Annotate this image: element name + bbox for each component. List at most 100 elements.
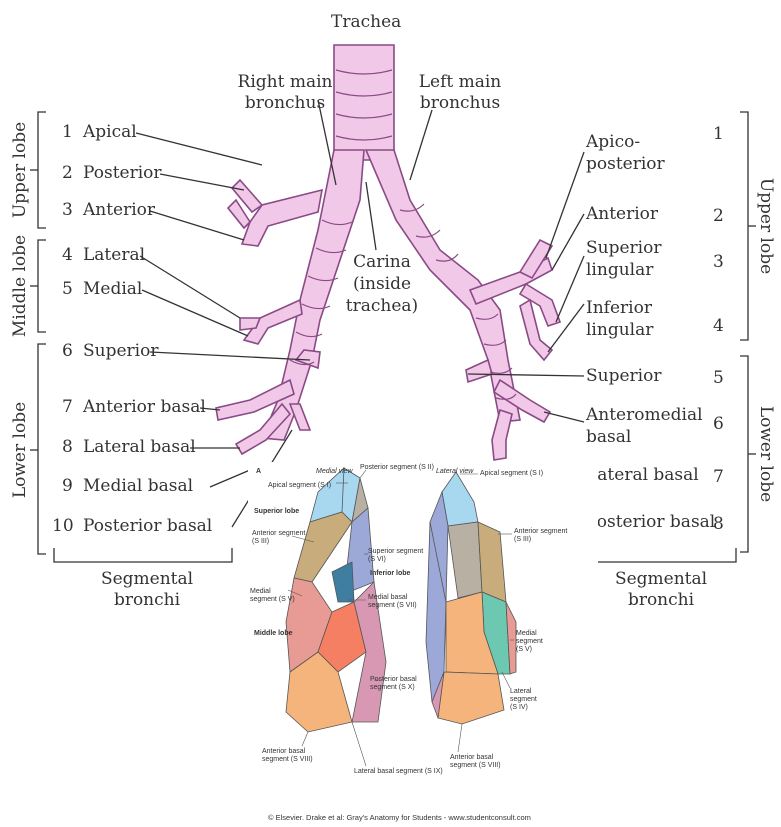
right-segment-name: Superior	[83, 343, 158, 360]
left-segment-name: Superior	[586, 368, 661, 385]
image-credit: © Elsevier. Drake et al: Gray's Anatomy …	[268, 814, 531, 823]
left-segment-name-line: lingular	[586, 262, 661, 279]
trachea-shape	[334, 45, 394, 160]
right-segment-name: Medial	[83, 281, 142, 298]
medial-l-l1: Medial	[516, 630, 543, 638]
anterior-basal-m-l2: segment (S VIII)	[262, 756, 313, 764]
anterior-segment-medial: Anterior segment (S III)	[252, 530, 305, 546]
right-segment-number: 7	[62, 399, 73, 416]
anterior-basal-l-l2: segment (S VIII)	[450, 762, 501, 770]
left-segment-name-line: Anterior	[586, 206, 658, 223]
medial-l-l2: segment	[516, 638, 543, 646]
right-segment-number: 1	[62, 124, 73, 141]
right-lower-lobe-label: Lower lobe	[10, 400, 30, 500]
left-segment-name-line: Superior	[586, 240, 661, 257]
lung-segments-figure: A Medial view Lateral view Apical segmen…	[248, 462, 598, 827]
left-segment-name-line: posterior	[586, 156, 665, 173]
left-segment-number: 3	[713, 252, 724, 272]
medial-basal-segment-medial: Medial basal segment (S VII)	[368, 594, 417, 610]
posterior-basal-m-l2: segment (S X)	[370, 684, 417, 692]
left-segment-name-line: Inferior	[586, 300, 653, 317]
left-segment-name-line: basal	[586, 429, 703, 446]
right-segment-name: Posterior basal	[83, 518, 212, 535]
left-segment-number: 8	[713, 514, 724, 534]
superior-m-l2: (S VI)	[368, 556, 423, 564]
anterior-l-l1: Anterior segment	[514, 528, 567, 536]
left-segment-name: Posterior basal	[586, 514, 715, 531]
right-segment-number: 8	[62, 439, 73, 456]
segmental-line2: bronchi	[92, 592, 202, 609]
anterior-m-l2: (S III)	[252, 538, 305, 546]
left-segment-name: Anterior	[586, 206, 658, 223]
left-segment-number: 1	[713, 124, 724, 144]
right-main-line1: Right main	[230, 74, 340, 91]
segmental-bronchi-label-right: Segmental bronchi	[606, 571, 716, 609]
carina-line3: trachea)	[342, 298, 422, 315]
right-segment-number: 9	[62, 478, 73, 495]
left-segment-name-line: Anteromedial	[586, 407, 703, 424]
left-segment-number: 2	[713, 206, 724, 226]
posterior-basal-segment-medial: Posterior basal segment (S X)	[370, 676, 417, 692]
anterior-basal-segment-lateral: Anterior basal segment (S VIII)	[450, 754, 501, 770]
right-main-line2: bronchus	[230, 95, 340, 112]
superior-lobe-label: Superior lobe	[254, 508, 299, 516]
right-segment-name: Medial basal	[83, 478, 193, 495]
superior-m-l1: Superior segment	[368, 548, 423, 556]
right-segment-name: Lateral	[83, 247, 145, 264]
left-segment-name-line: Posterior basal	[586, 514, 715, 531]
left-main-bronchus-label: Left main bronchus	[410, 74, 510, 112]
anterior-m-l1: Anterior segment	[252, 530, 305, 538]
right-segment-number: 2	[62, 165, 73, 182]
superior-segment-medial: Superior segment (S VI)	[368, 548, 423, 564]
apical-segment-medial: Apical segment (S I)	[268, 482, 331, 490]
right-segment-number: 5	[62, 281, 73, 298]
left-segment-name: Apico-posterior	[586, 134, 665, 173]
medial-m-l2: segment (S V)	[250, 596, 295, 604]
medial-segment-lateral: Medial segment (S V)	[516, 630, 543, 654]
posterior-basal-m-l1: Posterior basal	[370, 676, 417, 684]
left-segment-name: Superior lingular	[586, 240, 661, 279]
anterior-basal-segment-medial: Anterior basal segment (S VIII)	[262, 748, 313, 764]
left-segment-name-line: Lateral basal	[586, 467, 699, 484]
medial-basal-m-l1: Medial basal	[368, 594, 417, 602]
right-segment-name: Posterior	[83, 165, 162, 182]
right-segment-name: Apical	[83, 124, 137, 141]
lateral-l-l2: segment	[510, 696, 537, 704]
left-segment-name-line: Apico-	[586, 134, 665, 151]
segmental-line1: Segmental	[92, 571, 202, 588]
right-segment-name: Anterior basal	[83, 399, 206, 416]
segmental-line1: Segmental	[606, 571, 716, 588]
left-lower-lobe-label: Lower lobe	[756, 404, 776, 504]
medial-segment-medial: Medial segment (S V)	[250, 588, 295, 604]
right-segment-number: 6	[62, 343, 73, 360]
left-superior-branch	[466, 360, 492, 382]
medial-basal-m-l2: segment (S VII)	[368, 602, 417, 610]
lateral-segment-lateral: Lateral segment (S IV)	[510, 688, 537, 712]
posterior-segment-medial: Posterior segment (S II)	[360, 464, 434, 472]
left-main-line2: bronchus	[410, 95, 510, 112]
right-segment-name: Anterior	[83, 202, 155, 219]
right-upper-lobe-label: Upper lobe	[10, 120, 30, 220]
right-segment-number: 3	[62, 202, 73, 219]
left-segment-number: 5	[713, 368, 724, 388]
right-segment-name: Lateral basal	[83, 439, 196, 456]
trachea-label: Trachea	[331, 14, 401, 31]
lateral-basal-segment-medial: Lateral basal segment (S IX)	[354, 768, 443, 776]
left-segment-number: 4	[713, 316, 724, 336]
segmental-bronchi-label-left: Segmental bronchi	[92, 571, 202, 609]
left-segment-number: 7	[713, 467, 724, 487]
panel-letter: A	[256, 468, 261, 476]
left-segment-name: Anteromedial basal	[586, 407, 703, 446]
left-segment-name-line: Superior	[586, 368, 661, 385]
right-segment-number: 4	[62, 247, 73, 264]
anterior-segment-lateral: Anterior segment (S III)	[514, 528, 567, 544]
medial-m-l1: Medial	[250, 588, 295, 596]
inferior-lobe-label: Inferior lobe	[370, 570, 410, 578]
left-segment-number: 6	[713, 414, 724, 434]
right-middle-lobe-label: Middle lobe	[10, 230, 30, 342]
carina-label: Carina (inside trachea)	[342, 254, 422, 315]
medial-view-title: Medial view	[316, 468, 353, 476]
left-main-line1: Left main	[410, 74, 510, 91]
